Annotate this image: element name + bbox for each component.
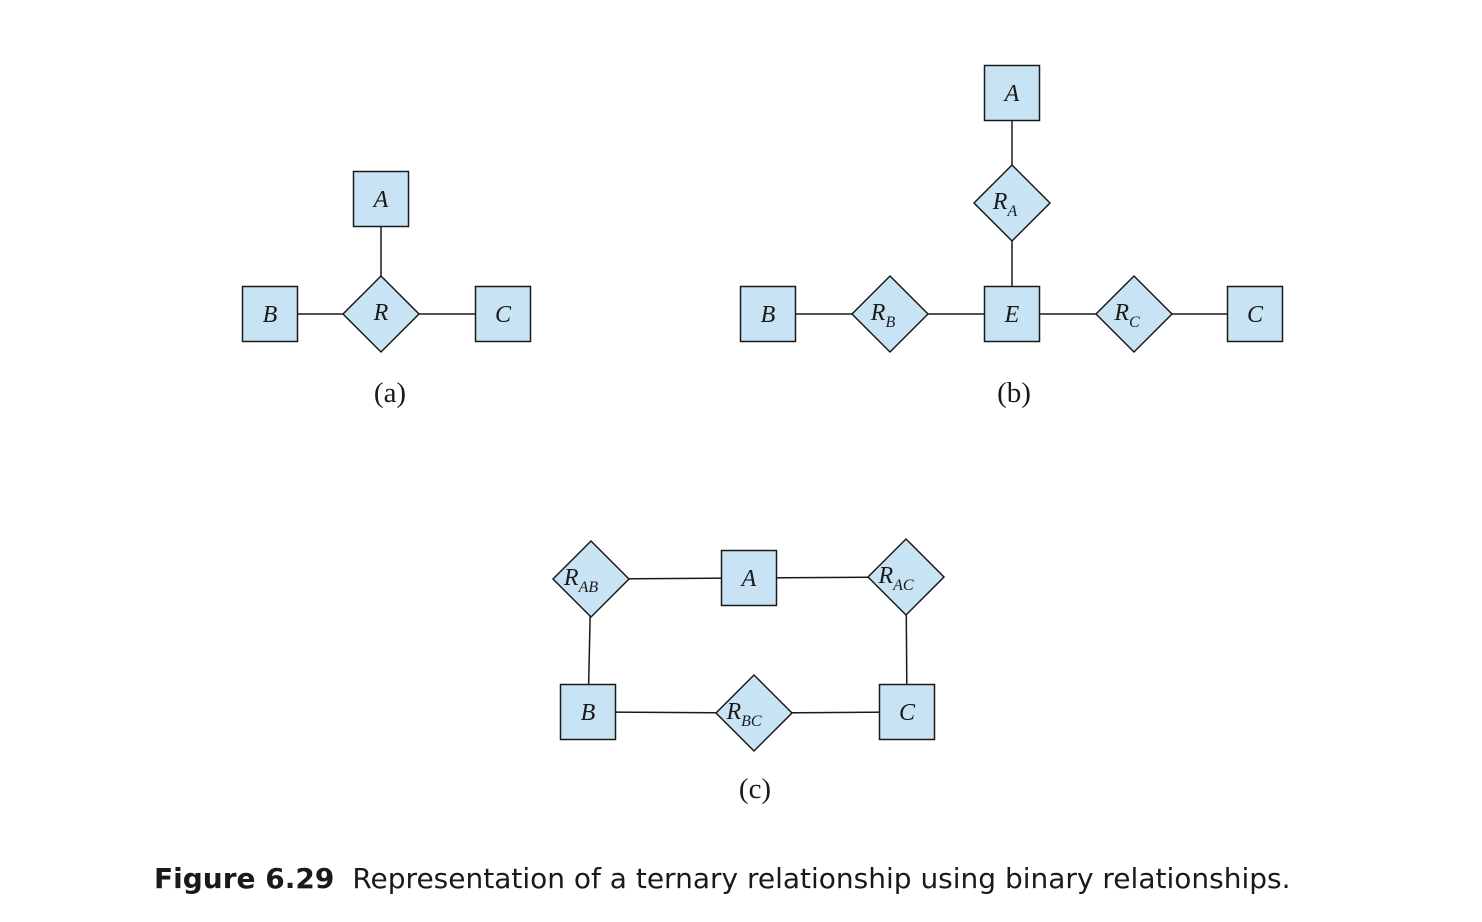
relationship-name: R bbox=[725, 699, 741, 725]
caption-number: Figure 6.29 bbox=[154, 862, 335, 895]
entity-c: C bbox=[1226, 285, 1284, 343]
entity-label: C bbox=[495, 302, 512, 328]
entity-b: B bbox=[559, 683, 617, 741]
relationship-name: R bbox=[1113, 300, 1129, 326]
relationship-diamond bbox=[850, 274, 930, 354]
entity-box bbox=[983, 285, 1041, 343]
relationship-name: R bbox=[563, 565, 579, 591]
entity-c: C bbox=[878, 683, 936, 741]
entity-label: C bbox=[899, 700, 916, 726]
relationship-ra: RA bbox=[972, 163, 1052, 243]
relationship-subscript: BC bbox=[741, 713, 762, 730]
relationship-label: RAC bbox=[877, 563, 913, 594]
relationship-diamond bbox=[714, 673, 794, 753]
relationship-rc: RC bbox=[1094, 274, 1174, 354]
relationship-subscript: C bbox=[1129, 314, 1140, 331]
entity-a: A bbox=[352, 170, 410, 228]
entity-box bbox=[878, 683, 936, 741]
entity-label: B bbox=[263, 302, 278, 328]
entity-box bbox=[352, 170, 410, 228]
entity-label: B bbox=[581, 700, 596, 726]
entity-label: A bbox=[372, 187, 389, 213]
relationship-rac: RAC bbox=[866, 537, 946, 617]
panel-label: (b) bbox=[997, 377, 1031, 409]
entity-box bbox=[983, 64, 1041, 122]
relationship-rab: RAB bbox=[551, 539, 631, 619]
entity-box bbox=[474, 285, 532, 343]
entity-label: A bbox=[740, 566, 757, 592]
relationship-label: R bbox=[373, 300, 389, 326]
entity-b: B bbox=[241, 285, 299, 343]
figure-caption: Figure 6.29 Representation of a ternary r… bbox=[154, 862, 1290, 895]
entity-label: B bbox=[761, 302, 776, 328]
entity-box bbox=[1226, 285, 1284, 343]
relationship-diamond bbox=[972, 163, 1052, 243]
relationship-r: R bbox=[341, 274, 421, 354]
relationship-subscript: AC bbox=[892, 577, 914, 594]
entity-label: C bbox=[1247, 302, 1264, 328]
entity-label: E bbox=[1004, 302, 1020, 328]
relationship-label: RBC bbox=[725, 699, 761, 730]
relationship-rb: RB bbox=[850, 274, 930, 354]
relationship-diamond bbox=[1094, 274, 1174, 354]
relationship-subscript: B bbox=[885, 314, 895, 331]
entity-b: B bbox=[739, 285, 797, 343]
relationship-label: RB bbox=[870, 300, 896, 331]
entity-box bbox=[720, 549, 778, 607]
relationship-label: RAB bbox=[563, 565, 598, 596]
relationship-diamond bbox=[551, 539, 631, 619]
relationship-name: R bbox=[373, 300, 389, 326]
relationship-subscript: A bbox=[1006, 203, 1017, 220]
entity-c: C bbox=[474, 285, 532, 343]
relationship-rbc: RBC bbox=[714, 673, 794, 753]
entity-a: A bbox=[720, 549, 778, 607]
entity-a: A bbox=[983, 64, 1041, 122]
caption-text: Representation of a ternary relationship… bbox=[352, 862, 1291, 895]
panel-label: (c) bbox=[739, 773, 771, 805]
relationship-name: R bbox=[870, 300, 886, 326]
entity-box bbox=[241, 285, 299, 343]
relationship-label: RC bbox=[1113, 300, 1140, 331]
panel-a: R A B C (a) bbox=[241, 170, 532, 409]
entity-box bbox=[739, 285, 797, 343]
relationship-diamond bbox=[866, 537, 946, 617]
relationship-name: R bbox=[992, 189, 1008, 215]
entity-box bbox=[559, 683, 617, 741]
panel-label: (a) bbox=[374, 377, 406, 409]
relationship-name: R bbox=[877, 563, 893, 589]
relationship-label: RA bbox=[992, 189, 1018, 220]
entity-label: A bbox=[1003, 81, 1020, 107]
relationship-subscript: AB bbox=[578, 579, 599, 596]
entity-e: E bbox=[983, 285, 1041, 343]
relationship-diamond bbox=[341, 274, 421, 354]
